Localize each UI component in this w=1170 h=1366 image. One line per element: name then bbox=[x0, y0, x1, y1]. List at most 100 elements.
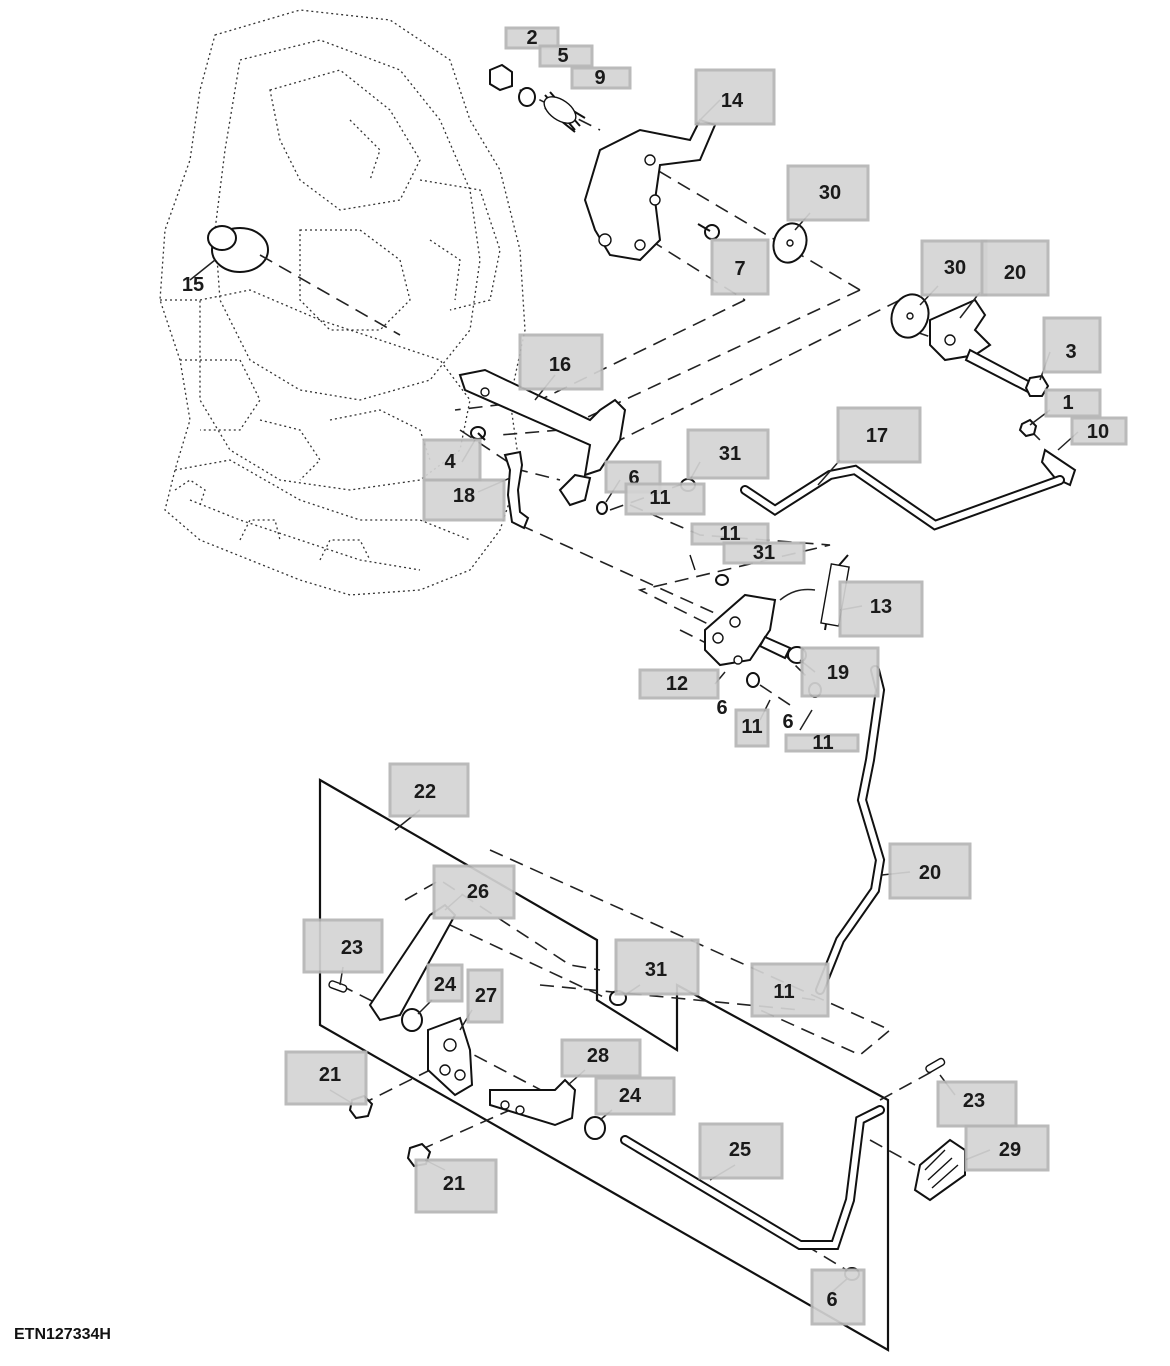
callout-16: 17 bbox=[836, 406, 922, 464]
part-18-pin bbox=[758, 635, 807, 664]
callout-11-c: 11 bbox=[734, 708, 770, 748]
part-19-rod bbox=[815, 665, 886, 995]
callout-14: 16 bbox=[518, 333, 604, 391]
callout-label: 16 bbox=[549, 354, 571, 376]
callout-24-b: 24 bbox=[594, 1076, 676, 1116]
callout-label: 20 bbox=[919, 862, 941, 884]
callout-label: 5 bbox=[557, 45, 568, 67]
callout-4: 4 bbox=[422, 438, 482, 482]
callout-label: 6 bbox=[628, 467, 639, 489]
callout-2: 2 bbox=[504, 26, 560, 50]
callout-label: 4 bbox=[444, 451, 456, 473]
callout-label: 29 bbox=[999, 1139, 1021, 1161]
callout-13: 14 bbox=[694, 68, 776, 126]
callout-label: 31 bbox=[753, 542, 775, 564]
callout-29: 29 bbox=[964, 1124, 1050, 1172]
callout-7: 7 bbox=[710, 238, 770, 296]
callout-3: 3 bbox=[1042, 316, 1102, 374]
part-30-washer-a bbox=[772, 222, 808, 264]
callout-1: 1 bbox=[1044, 388, 1102, 418]
callout-label: 11 bbox=[649, 487, 670, 509]
callout-6-d: 6 bbox=[810, 1268, 866, 1326]
callout-23-b: 23 bbox=[936, 1080, 1018, 1128]
callout-label: 11 bbox=[773, 981, 794, 1003]
callout-17: 18 bbox=[422, 478, 506, 522]
callout-label: 21 bbox=[319, 1064, 341, 1086]
callout-label: 12 bbox=[666, 673, 688, 695]
part-12-lever bbox=[704, 593, 777, 667]
part-23-pin-right bbox=[925, 1057, 946, 1074]
callout-8: 9 bbox=[570, 66, 632, 90]
callout-label: 3 bbox=[1065, 341, 1076, 363]
part-6-washer-upper bbox=[596, 501, 608, 515]
part-23-pin-left bbox=[328, 980, 348, 993]
callout-27: 27 bbox=[466, 968, 504, 1024]
callout-label: 19 bbox=[827, 662, 849, 684]
callout-31-c: 31 bbox=[614, 938, 700, 996]
callout-31-a: 31 bbox=[686, 428, 770, 480]
callout-label: 31 bbox=[645, 959, 667, 981]
callout-22: 22 bbox=[388, 762, 470, 818]
callout-label: 14 bbox=[721, 90, 744, 112]
part-4-screw bbox=[470, 426, 486, 441]
callout-label: 7 bbox=[734, 258, 745, 280]
part-29-pedal-pad bbox=[913, 1138, 966, 1202]
callout-20: 20 bbox=[980, 239, 1050, 297]
callout-12: 12 bbox=[638, 668, 720, 700]
callout-26: 26 bbox=[432, 864, 516, 920]
part-27-bracket bbox=[427, 1016, 474, 1097]
callout-label: 23 bbox=[963, 1090, 985, 1112]
callout-21-b: 21 bbox=[414, 1158, 498, 1214]
callout-label: 6 bbox=[826, 1289, 837, 1311]
part-lever-upper bbox=[558, 473, 592, 507]
part-8-spring bbox=[543, 91, 586, 133]
callout-label: 28 bbox=[587, 1045, 609, 1067]
part-17-link bbox=[503, 450, 530, 530]
callout-24-a: 24 bbox=[426, 963, 464, 1003]
callout-19: 20 bbox=[888, 842, 972, 900]
part-24-bushing-b bbox=[584, 1116, 606, 1140]
callout-11-d: 11 bbox=[784, 732, 860, 754]
callout-6-b: 6 bbox=[716, 697, 727, 719]
callout-10: 13 bbox=[838, 580, 924, 638]
callout-label: 22 bbox=[414, 781, 436, 803]
callout-label: 24 bbox=[434, 974, 457, 996]
part-30-washer-b bbox=[890, 293, 930, 339]
part-9-fitting bbox=[1040, 448, 1077, 487]
callout-label: 27 bbox=[475, 985, 497, 1007]
callout-18: 19 bbox=[800, 646, 880, 698]
callout-5: 5 bbox=[538, 44, 594, 68]
callout-label: 13 bbox=[870, 596, 892, 618]
callout-label: 11 bbox=[812, 732, 833, 754]
callout-label: 1 bbox=[1062, 392, 1073, 414]
callout-11-e: 11 bbox=[750, 962, 830, 1018]
callout-6-a: 6 bbox=[604, 460, 662, 494]
callout-label: 24 bbox=[619, 1085, 642, 1107]
callout-11-b: 11 bbox=[690, 522, 770, 546]
callout-28: 28 bbox=[560, 1038, 642, 1078]
callout-label: 11 bbox=[741, 716, 762, 738]
callout-label: 26 bbox=[467, 881, 489, 903]
callout-23-a: 23 bbox=[302, 918, 384, 974]
part-28-bracket bbox=[489, 1078, 577, 1127]
callout-11-a: 11 bbox=[624, 482, 706, 516]
part-20-plate bbox=[929, 298, 992, 362]
part-15-plug bbox=[207, 225, 269, 273]
part-14-bracket bbox=[458, 368, 627, 477]
part-11-pin-mid bbox=[689, 554, 696, 571]
callout-label: 15 bbox=[182, 274, 204, 296]
callout-30-b: 30 bbox=[920, 239, 988, 297]
callout-label: 18 bbox=[453, 485, 475, 507]
callout-6-c: 6 bbox=[782, 711, 793, 733]
drawing-id-label: ETN127334H bbox=[14, 1326, 111, 1343]
callout-label: 23 bbox=[341, 937, 363, 959]
callout-21-a: 21 bbox=[284, 1050, 368, 1106]
callout-label: 25 bbox=[729, 1139, 751, 1161]
part-13-bracket bbox=[583, 118, 717, 262]
part-2-nut bbox=[489, 63, 513, 92]
callout-label: 6 bbox=[782, 711, 793, 733]
callout-31-b: 31 bbox=[722, 541, 806, 565]
callout-label: 21 bbox=[443, 1173, 465, 1195]
callout-label: 11 bbox=[719, 523, 740, 545]
